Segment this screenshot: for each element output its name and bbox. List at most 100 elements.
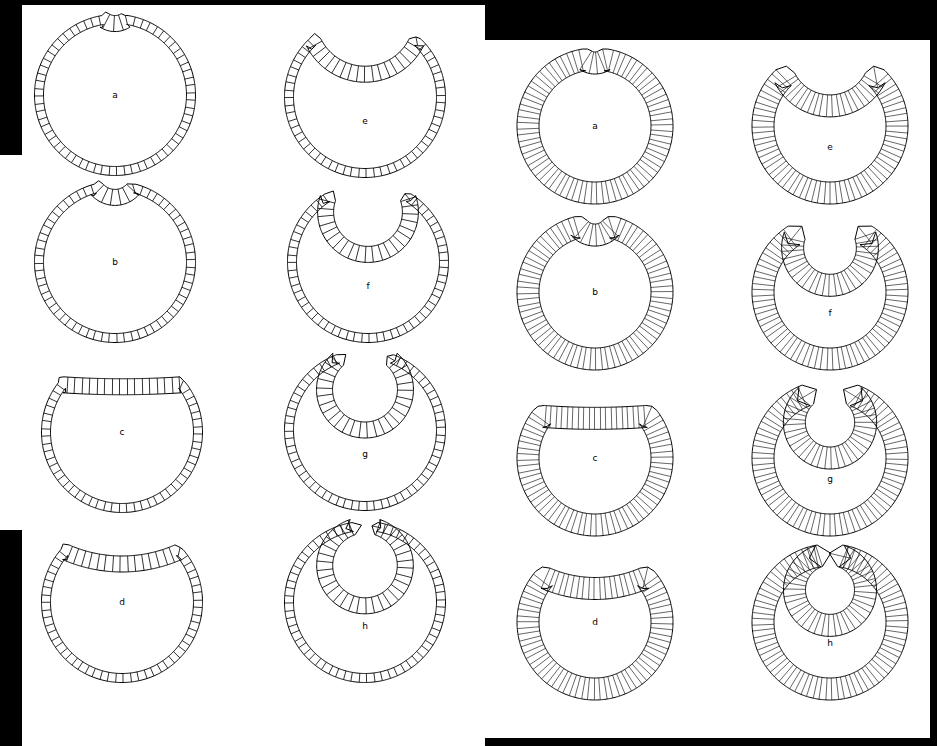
cell-wall — [630, 170, 644, 187]
cell-wall — [758, 313, 778, 321]
embryo-section: g — [730, 358, 930, 558]
cell-wall — [841, 347, 845, 369]
cell-wall — [419, 377, 426, 383]
cell-wall — [883, 144, 904, 151]
cell-wall — [184, 468, 192, 473]
cell-wall — [790, 85, 804, 102]
cell-wall — [789, 569, 809, 579]
cell-wall — [840, 612, 849, 632]
sheet-outer-edge — [35, 181, 196, 343]
sheet-inner-edge — [539, 235, 651, 348]
cell-wall — [520, 104, 541, 110]
cell-wall — [863, 229, 876, 247]
cell-wall — [783, 424, 805, 425]
cell-wall — [570, 576, 574, 598]
cell-wall — [777, 499, 792, 515]
cell-wall — [187, 569, 195, 573]
cell-wall — [877, 652, 896, 664]
cell-wall — [757, 593, 777, 601]
cell-wall — [578, 407, 580, 429]
cell-wall — [554, 339, 566, 358]
cell-wall — [556, 224, 567, 243]
cell-wall — [778, 168, 793, 184]
cell-wall — [47, 218, 55, 223]
cell-wall — [373, 168, 374, 177]
cell-wall — [429, 129, 437, 133]
cell-wall — [803, 552, 816, 570]
embryo-section: e — [730, 26, 930, 226]
sheet-inner-edge — [294, 353, 437, 501]
cell-wall — [775, 332, 791, 348]
cell-wall — [68, 485, 74, 492]
cell-wall — [647, 592, 667, 600]
cell-wall — [854, 414, 876, 418]
cell-wall — [44, 450, 53, 452]
cell-wall — [626, 339, 638, 357]
cell-wall — [867, 500, 882, 516]
cell-wall — [169, 656, 175, 663]
cell-wall — [179, 294, 187, 298]
cell-wall — [308, 546, 314, 552]
embryo-section: d — [22, 502, 222, 702]
cell-wall — [886, 615, 908, 617]
cell-wall — [309, 148, 315, 154]
cell-wall — [584, 181, 587, 203]
cell-wall — [839, 513, 843, 535]
cell-wall — [753, 136, 775, 140]
cell-wall — [589, 224, 593, 246]
cell-wall — [847, 268, 862, 284]
cell-wall — [36, 110, 45, 112]
sheet-outer-edge — [752, 545, 908, 700]
cell-wall — [616, 407, 618, 429]
sheet-inner-edge — [539, 424, 651, 514]
right-panel — [485, 40, 930, 738]
cell-wall — [519, 274, 540, 279]
cell-wall — [86, 329, 89, 337]
cell-wall — [191, 621, 200, 623]
cell-wall — [89, 553, 93, 569]
cell-wall — [388, 412, 399, 423]
cell-wall — [313, 47, 326, 57]
cell-wall — [101, 188, 108, 202]
cell-wall — [819, 94, 823, 116]
cell-wall — [610, 180, 616, 201]
cell-wall — [291, 125, 299, 129]
cell-wall — [177, 55, 185, 60]
cell-sheet-outline — [730, 192, 930, 392]
cell-wall — [76, 191, 80, 199]
cell-wall — [794, 438, 811, 452]
cell-wall — [797, 267, 812, 283]
cell-wall — [766, 577, 784, 590]
cell-wall — [182, 287, 190, 290]
sheet-inner-edge — [44, 193, 187, 334]
cell-wall — [35, 270, 44, 271]
cell-wall — [323, 227, 337, 234]
cell-wall — [855, 255, 876, 261]
cell-wall — [294, 60, 302, 64]
cell-wall — [558, 671, 569, 690]
cell-wall — [845, 676, 851, 697]
cell-wall — [61, 648, 68, 654]
cell-wall — [171, 306, 178, 312]
left-panel-edge — [0, 155, 30, 530]
cell-wall — [622, 224, 633, 243]
cell-wall — [518, 281, 540, 284]
cell-wall — [870, 238, 886, 253]
cell-wall — [101, 332, 103, 341]
cell-wall — [517, 459, 539, 461]
cell-wall — [416, 37, 418, 46]
cell-wall — [193, 426, 202, 428]
cell-wall — [559, 573, 565, 594]
cell-wall — [755, 271, 776, 277]
cell-wall — [389, 357, 401, 368]
cell-wall — [427, 562, 435, 567]
cell-wall — [518, 609, 540, 613]
cell-wall — [322, 544, 336, 551]
cell-wall — [787, 404, 807, 412]
cell-wall — [59, 146, 65, 152]
cell-wall — [785, 428, 806, 433]
cell-wall — [651, 286, 673, 288]
cell-wall — [533, 656, 550, 669]
cell-wall — [836, 94, 839, 116]
